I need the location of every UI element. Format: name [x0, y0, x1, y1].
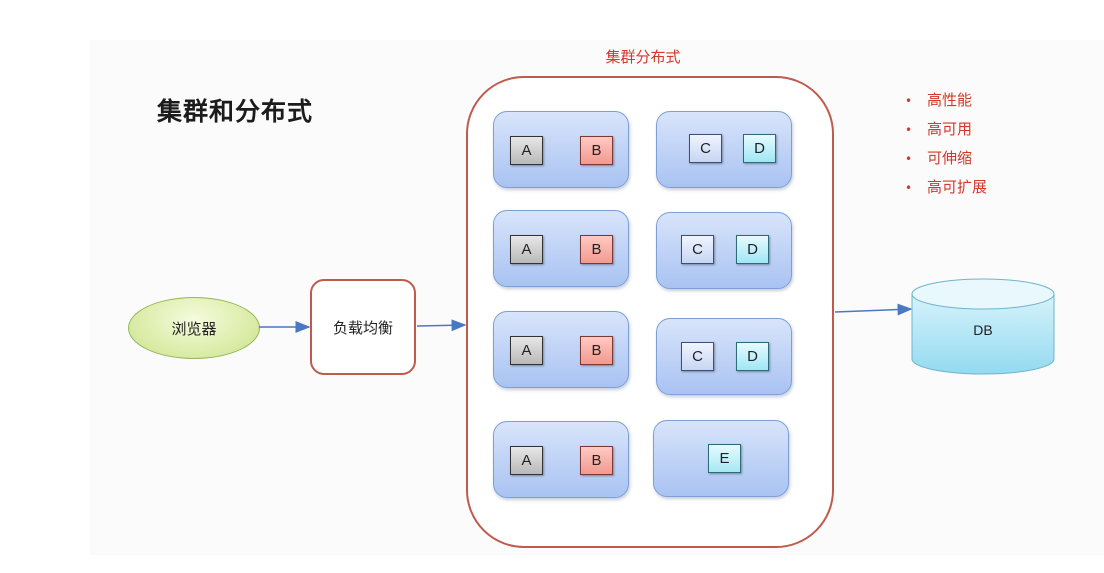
- feature-item: •高性能: [905, 91, 973, 109]
- server-node: A B: [493, 311, 629, 388]
- service-box-c: C: [681, 342, 714, 371]
- server-node: A B: [493, 210, 629, 287]
- feature-list: •高性能 •高可用 •可伸缩 •高可扩展: [905, 88, 987, 204]
- service-box-b: B: [580, 446, 613, 475]
- service-box-b: B: [580, 336, 613, 365]
- service-box-a: A: [510, 136, 543, 165]
- database-label: DB: [973, 322, 993, 338]
- arrow-cluster-to-db: [834, 303, 913, 316]
- service-box-e: E: [708, 444, 741, 473]
- load-balancer-node: 负载均衡: [310, 279, 416, 375]
- database-cylinder-icon: [911, 278, 1055, 375]
- service-box-d: D: [743, 134, 776, 163]
- arrow-lb-to-cluster: [416, 319, 467, 332]
- service-box-d: D: [736, 235, 769, 264]
- feature-item: •高可用: [905, 120, 973, 138]
- service-box-a: A: [510, 336, 543, 365]
- page-title: 集群和分布式: [157, 97, 314, 126]
- server-node: C D: [656, 111, 792, 188]
- service-box-b: B: [580, 235, 613, 264]
- service-box-d: D: [736, 342, 769, 371]
- server-node: A B: [493, 111, 629, 188]
- cluster-label: 集群分布式: [605, 48, 681, 66]
- browser-node: 浏览器: [128, 297, 260, 359]
- service-box-a: A: [510, 235, 543, 264]
- service-box-a: A: [510, 446, 543, 475]
- server-node: A B: [493, 421, 629, 498]
- service-box-c: C: [681, 235, 714, 264]
- server-node: C D: [656, 318, 792, 395]
- server-node: E: [653, 420, 789, 497]
- feature-label: 可伸缩: [927, 149, 973, 167]
- feature-item: •可伸缩: [905, 149, 973, 167]
- server-node: C D: [656, 212, 792, 289]
- service-box-c: C: [689, 134, 722, 163]
- feature-label: 高可扩展: [927, 178, 988, 196]
- service-box-b: B: [580, 136, 613, 165]
- feature-label: 高可用: [927, 120, 973, 138]
- feature-item: •高可扩展: [905, 178, 988, 196]
- feature-label: 高性能: [927, 91, 973, 109]
